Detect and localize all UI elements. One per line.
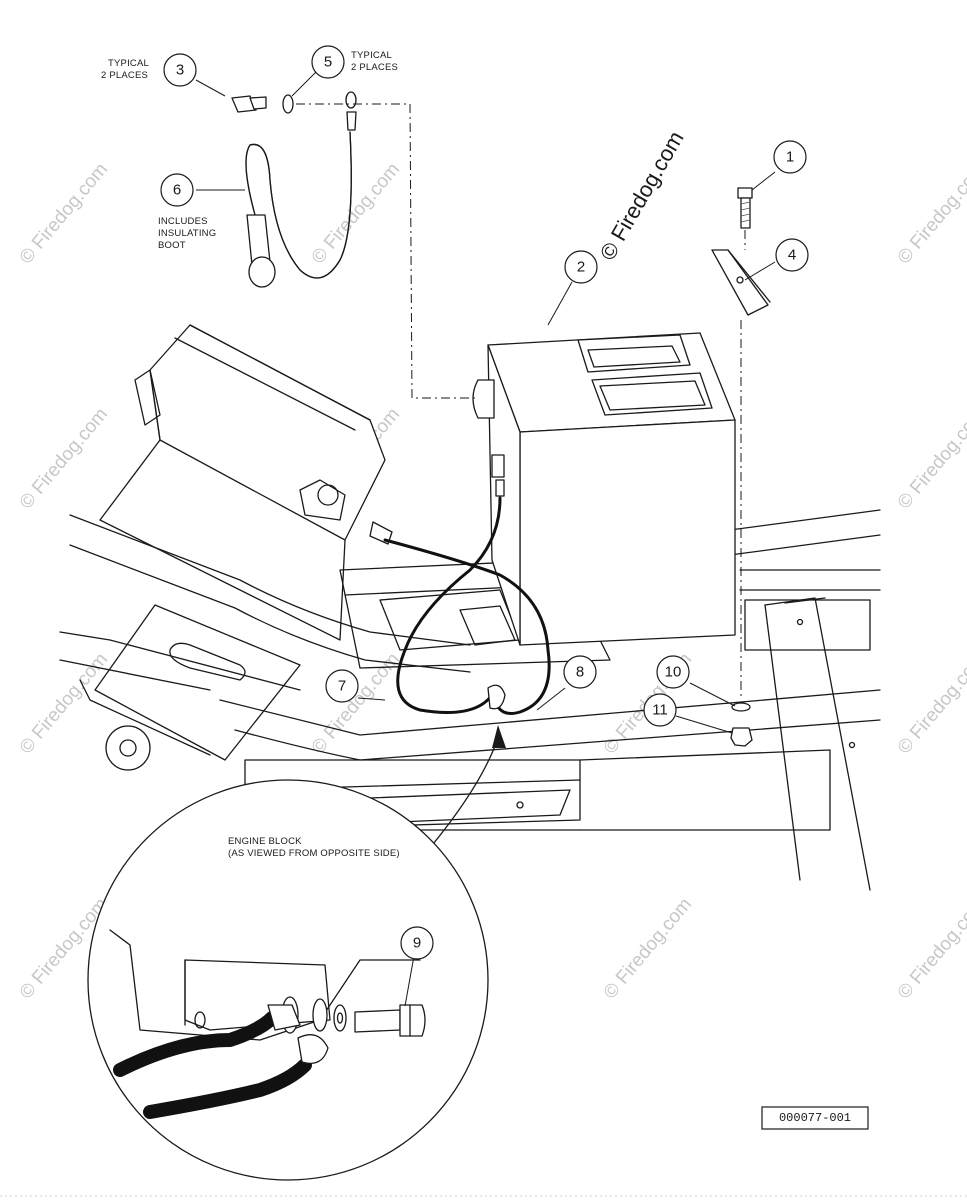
watermark: © Firedog.com <box>16 404 112 513</box>
svg-text:6: 6 <box>173 182 181 199</box>
watermark: © Firedog.com <box>894 159 967 268</box>
note-typical-3: TYPICAL 2 PLACES <box>101 58 149 81</box>
watermark: © Firedog.com <box>308 649 404 758</box>
svg-text:2 PLACES: 2 PLACES <box>101 70 148 81</box>
svg-text:BOOT: BOOT <box>158 240 186 251</box>
reference-code-box: 000077-001 <box>761 1106 869 1130</box>
svg-text:(AS VIEWED FROM OPPOSITE SIDE): (AS VIEWED FROM OPPOSITE SIDE) <box>228 848 400 859</box>
svg-text:1: 1 <box>786 149 794 166</box>
watermark: © Firedog.com <box>894 894 967 1003</box>
terminal-hardware <box>231 91 357 131</box>
svg-text:7: 7 <box>338 678 346 695</box>
battery <box>472 332 736 646</box>
watermark-main: © Firedog.com <box>595 127 689 265</box>
svg-text:11: 11 <box>652 702 668 719</box>
svg-text:2: 2 <box>577 259 585 276</box>
note-engine-block: ENGINE BLOCK (AS VIEWED FROM OPPOSITE SI… <box>228 836 400 859</box>
svg-text:10: 10 <box>665 664 682 681</box>
callout-7: 7 <box>325 669 359 703</box>
nut-washer <box>730 702 753 747</box>
reference-code: 000077-001 <box>779 1111 851 1125</box>
svg-text:2 PLACES: 2 PLACES <box>351 62 398 73</box>
callout-8: 8 <box>563 655 597 689</box>
callout-6: 6 <box>160 173 194 207</box>
svg-text:TYPICAL: TYPICAL <box>351 50 392 61</box>
battery-cables <box>369 496 551 715</box>
svg-text:9: 9 <box>413 935 421 952</box>
note-typical-5: TYPICAL 2 PLACES <box>351 50 398 73</box>
watermark: © Firedog.com <box>600 894 696 1003</box>
svg-text:5: 5 <box>324 54 332 71</box>
callout-9: 9 <box>400 926 434 960</box>
callout-10: 10 <box>656 655 690 689</box>
svg-text:3: 3 <box>176 62 184 79</box>
watermark: © Firedog.com <box>894 404 967 513</box>
watermark: © Firedog.com <box>894 649 967 758</box>
callout-5: 5 <box>311 45 345 79</box>
cable-with-boot <box>245 131 352 288</box>
svg-text:ENGINE BLOCK: ENGINE BLOCK <box>228 836 302 847</box>
svg-text:TYPICAL: TYPICAL <box>108 58 149 69</box>
hold-down-clamp <box>711 187 771 316</box>
callout-1: 1 <box>773 140 807 174</box>
callout-4: 4 <box>775 238 809 272</box>
watermark: © Firedog.com <box>308 159 404 268</box>
dashed-leaders <box>296 103 746 700</box>
housing-box <box>99 324 386 641</box>
svg-text:8: 8 <box>576 664 584 681</box>
svg-text:INCLUDES: INCLUDES <box>158 216 208 227</box>
callout-11: 11 <box>643 693 677 727</box>
callout-2: 2 <box>564 250 598 284</box>
svg-text:INSULATING: INSULATING <box>158 228 216 239</box>
engine-block-detail <box>87 779 489 1181</box>
watermark: © Firedog.com <box>16 159 112 268</box>
callout-leaders <box>195 71 776 1007</box>
callout-3: 3 <box>163 53 197 87</box>
svg-text:4: 4 <box>788 247 796 264</box>
note-includes-boot: INCLUDES INSULATING BOOT <box>158 216 216 251</box>
